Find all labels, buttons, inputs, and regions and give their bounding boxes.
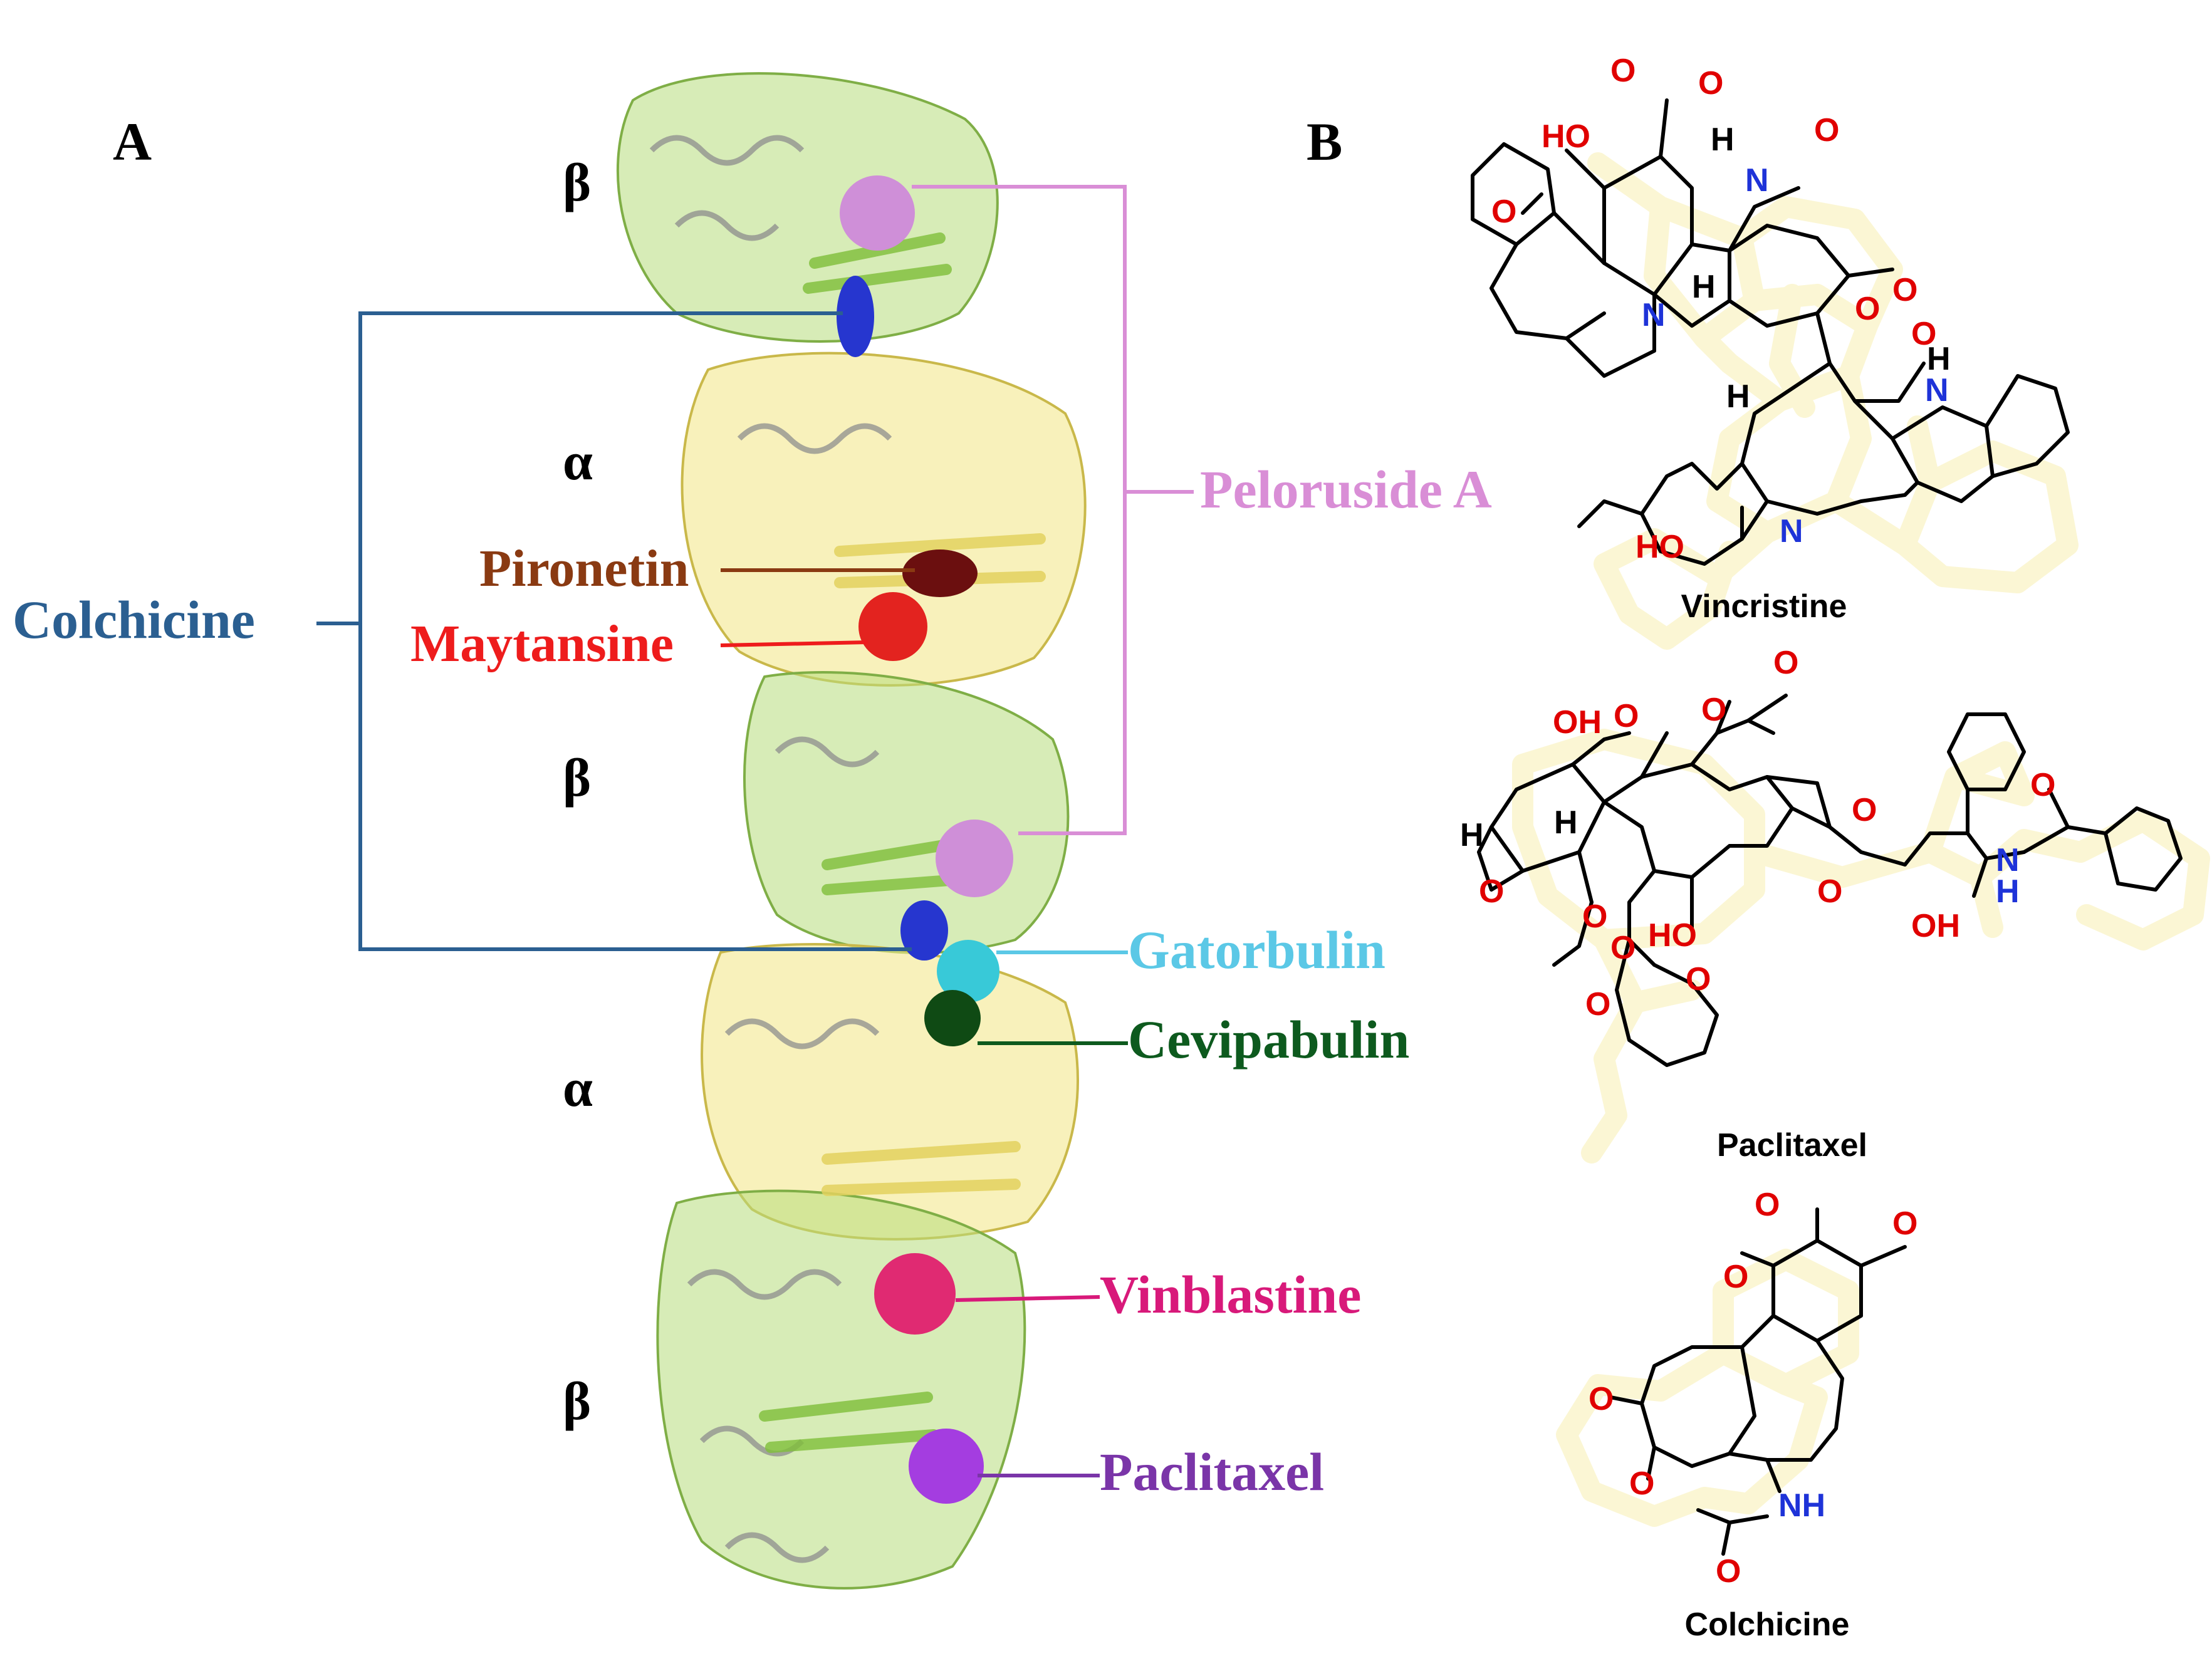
colchicine-connector [316, 311, 912, 951]
atom-O: O [1892, 272, 1917, 308]
atom-H: H [1996, 873, 2020, 910]
structure-name-colchicine: Colchicine [1685, 1606, 1850, 1643]
atom-NH: NH [1778, 1487, 1825, 1524]
binding-site-connectors [316, 185, 1194, 1477]
atom-O: O [1892, 1205, 1917, 1242]
atom-O: O [1701, 692, 1726, 728]
atom-O: O [2030, 767, 2055, 803]
peloruside-ligand-2 [936, 820, 1013, 897]
atom-O: O [1773, 645, 1798, 681]
atom-HO: HO [1636, 529, 1684, 565]
peloruside-connector [912, 185, 1194, 835]
atom-OH: OH [1553, 704, 1602, 741]
colchicine-structure: O O O O O NH O Colchicine [1556, 1187, 1917, 1643]
label-maytansine: Maytansine [410, 615, 674, 673]
atom-N: N [1996, 842, 2020, 878]
atom-O: O [1491, 194, 1516, 230]
paclitaxel-ligand [909, 1429, 984, 1504]
label-vinblastine: Vinblastine [1100, 1264, 1361, 1325]
label-paclitaxel: Paclitaxel [1100, 1442, 1324, 1502]
atom-O: O [1582, 898, 1607, 935]
colchicine-ligand-2 [900, 900, 948, 961]
ligand-sphere [900, 900, 948, 961]
ligand-sphere [937, 940, 999, 1002]
atom-O: O [1852, 792, 1877, 828]
atom-H: H [1692, 269, 1716, 305]
beta-subunit-3 [656, 1189, 1026, 1590]
subunit-label: α [563, 431, 593, 491]
beta-subunit-2 [743, 671, 1070, 954]
atom-O: O [1698, 65, 1723, 102]
structure-name-vincristine: Vincristine [1681, 588, 1847, 625]
ligand-sphere [840, 175, 915, 251]
subunit-label: β [563, 152, 591, 212]
atom-HO: HO [1542, 118, 1590, 155]
ligand-sphere [924, 990, 981, 1046]
atom-O: O [1610, 53, 1636, 89]
atom-H: H [1554, 804, 1578, 841]
maytansine-ligand [858, 592, 927, 661]
pironetin-ligand [902, 549, 978, 597]
atom-N: N [1780, 513, 1803, 549]
colchicine-ligand-1 [837, 276, 874, 357]
panel-label-b: B [1307, 112, 1342, 172]
structure-name-paclitaxel: Paclitaxel [1717, 1127, 1867, 1164]
atom-HO: HO [1648, 917, 1697, 954]
beta-subunit-1 [617, 72, 999, 343]
atom-OH: OH [1911, 908, 1960, 944]
subunit-label: β [563, 747, 591, 808]
atom-O: O [1855, 291, 1880, 327]
subunit-label: β [563, 1371, 591, 1431]
atom-O: O [1585, 986, 1610, 1023]
ligand-sphere [837, 276, 874, 357]
coil-texture [649, 135, 892, 1563]
atom-N: N [1642, 297, 1666, 333]
atom-O: O [1755, 1187, 1780, 1223]
atom-N: N [1745, 162, 1769, 199]
maytansine-connector [720, 640, 869, 647]
tubulin-protofilament [617, 72, 1087, 1590]
label-gatorbulin: Gatorbulin [1128, 920, 1385, 980]
atom-O: O [1716, 1553, 1741, 1590]
atom-O: O [1817, 873, 1842, 910]
atom-O: O [1723, 1259, 1748, 1295]
atom-O: O [1814, 112, 1839, 148]
vinblastine-ligand [874, 1253, 956, 1335]
ligand-sphere [858, 592, 927, 661]
label-peloruside-a: Peloruside A [1200, 459, 1492, 519]
vinblastine-connector [955, 1295, 1100, 1302]
subunit-label: α [563, 1058, 593, 1118]
atom-O: O [1479, 873, 1504, 910]
atom-N: N [1925, 372, 1949, 409]
vincristine-structure: O O O HO H N O O H N O O H N H HO N Vinc… [1471, 53, 2079, 650]
atom-H: H [1711, 122, 1735, 158]
panel-label-a: A [113, 112, 152, 172]
cevipabulin-ligand [924, 990, 981, 1046]
atom-O: O [1629, 1466, 1654, 1502]
label-pironetin: Pironetin [479, 539, 689, 598]
gatorbulin-ligand [937, 940, 999, 1002]
ligand-sphere [874, 1253, 956, 1335]
paclitaxel-structure: OH O O O H H O O O HO O O O O OH N H O P… [1460, 645, 2210, 1164]
atom-O: O [1911, 316, 1936, 352]
atom-O: O [1589, 1381, 1614, 1417]
ligand-sphere [902, 549, 978, 597]
atom-O: O [1686, 961, 1711, 997]
atom-O: O [1610, 930, 1636, 966]
atom-H: H [1927, 341, 1951, 377]
atom-O: O [1614, 698, 1639, 734]
ligand-sphere [909, 1429, 984, 1504]
label-colchicine: Colchicine [13, 590, 255, 650]
label-cevipabulin: Cevipabulin [1128, 1009, 1409, 1070]
ligand-sphere [936, 820, 1013, 897]
atom-H: H [1460, 817, 1484, 853]
atom-H: H [1726, 378, 1750, 415]
peloruside-ligand-1 [840, 175, 915, 251]
